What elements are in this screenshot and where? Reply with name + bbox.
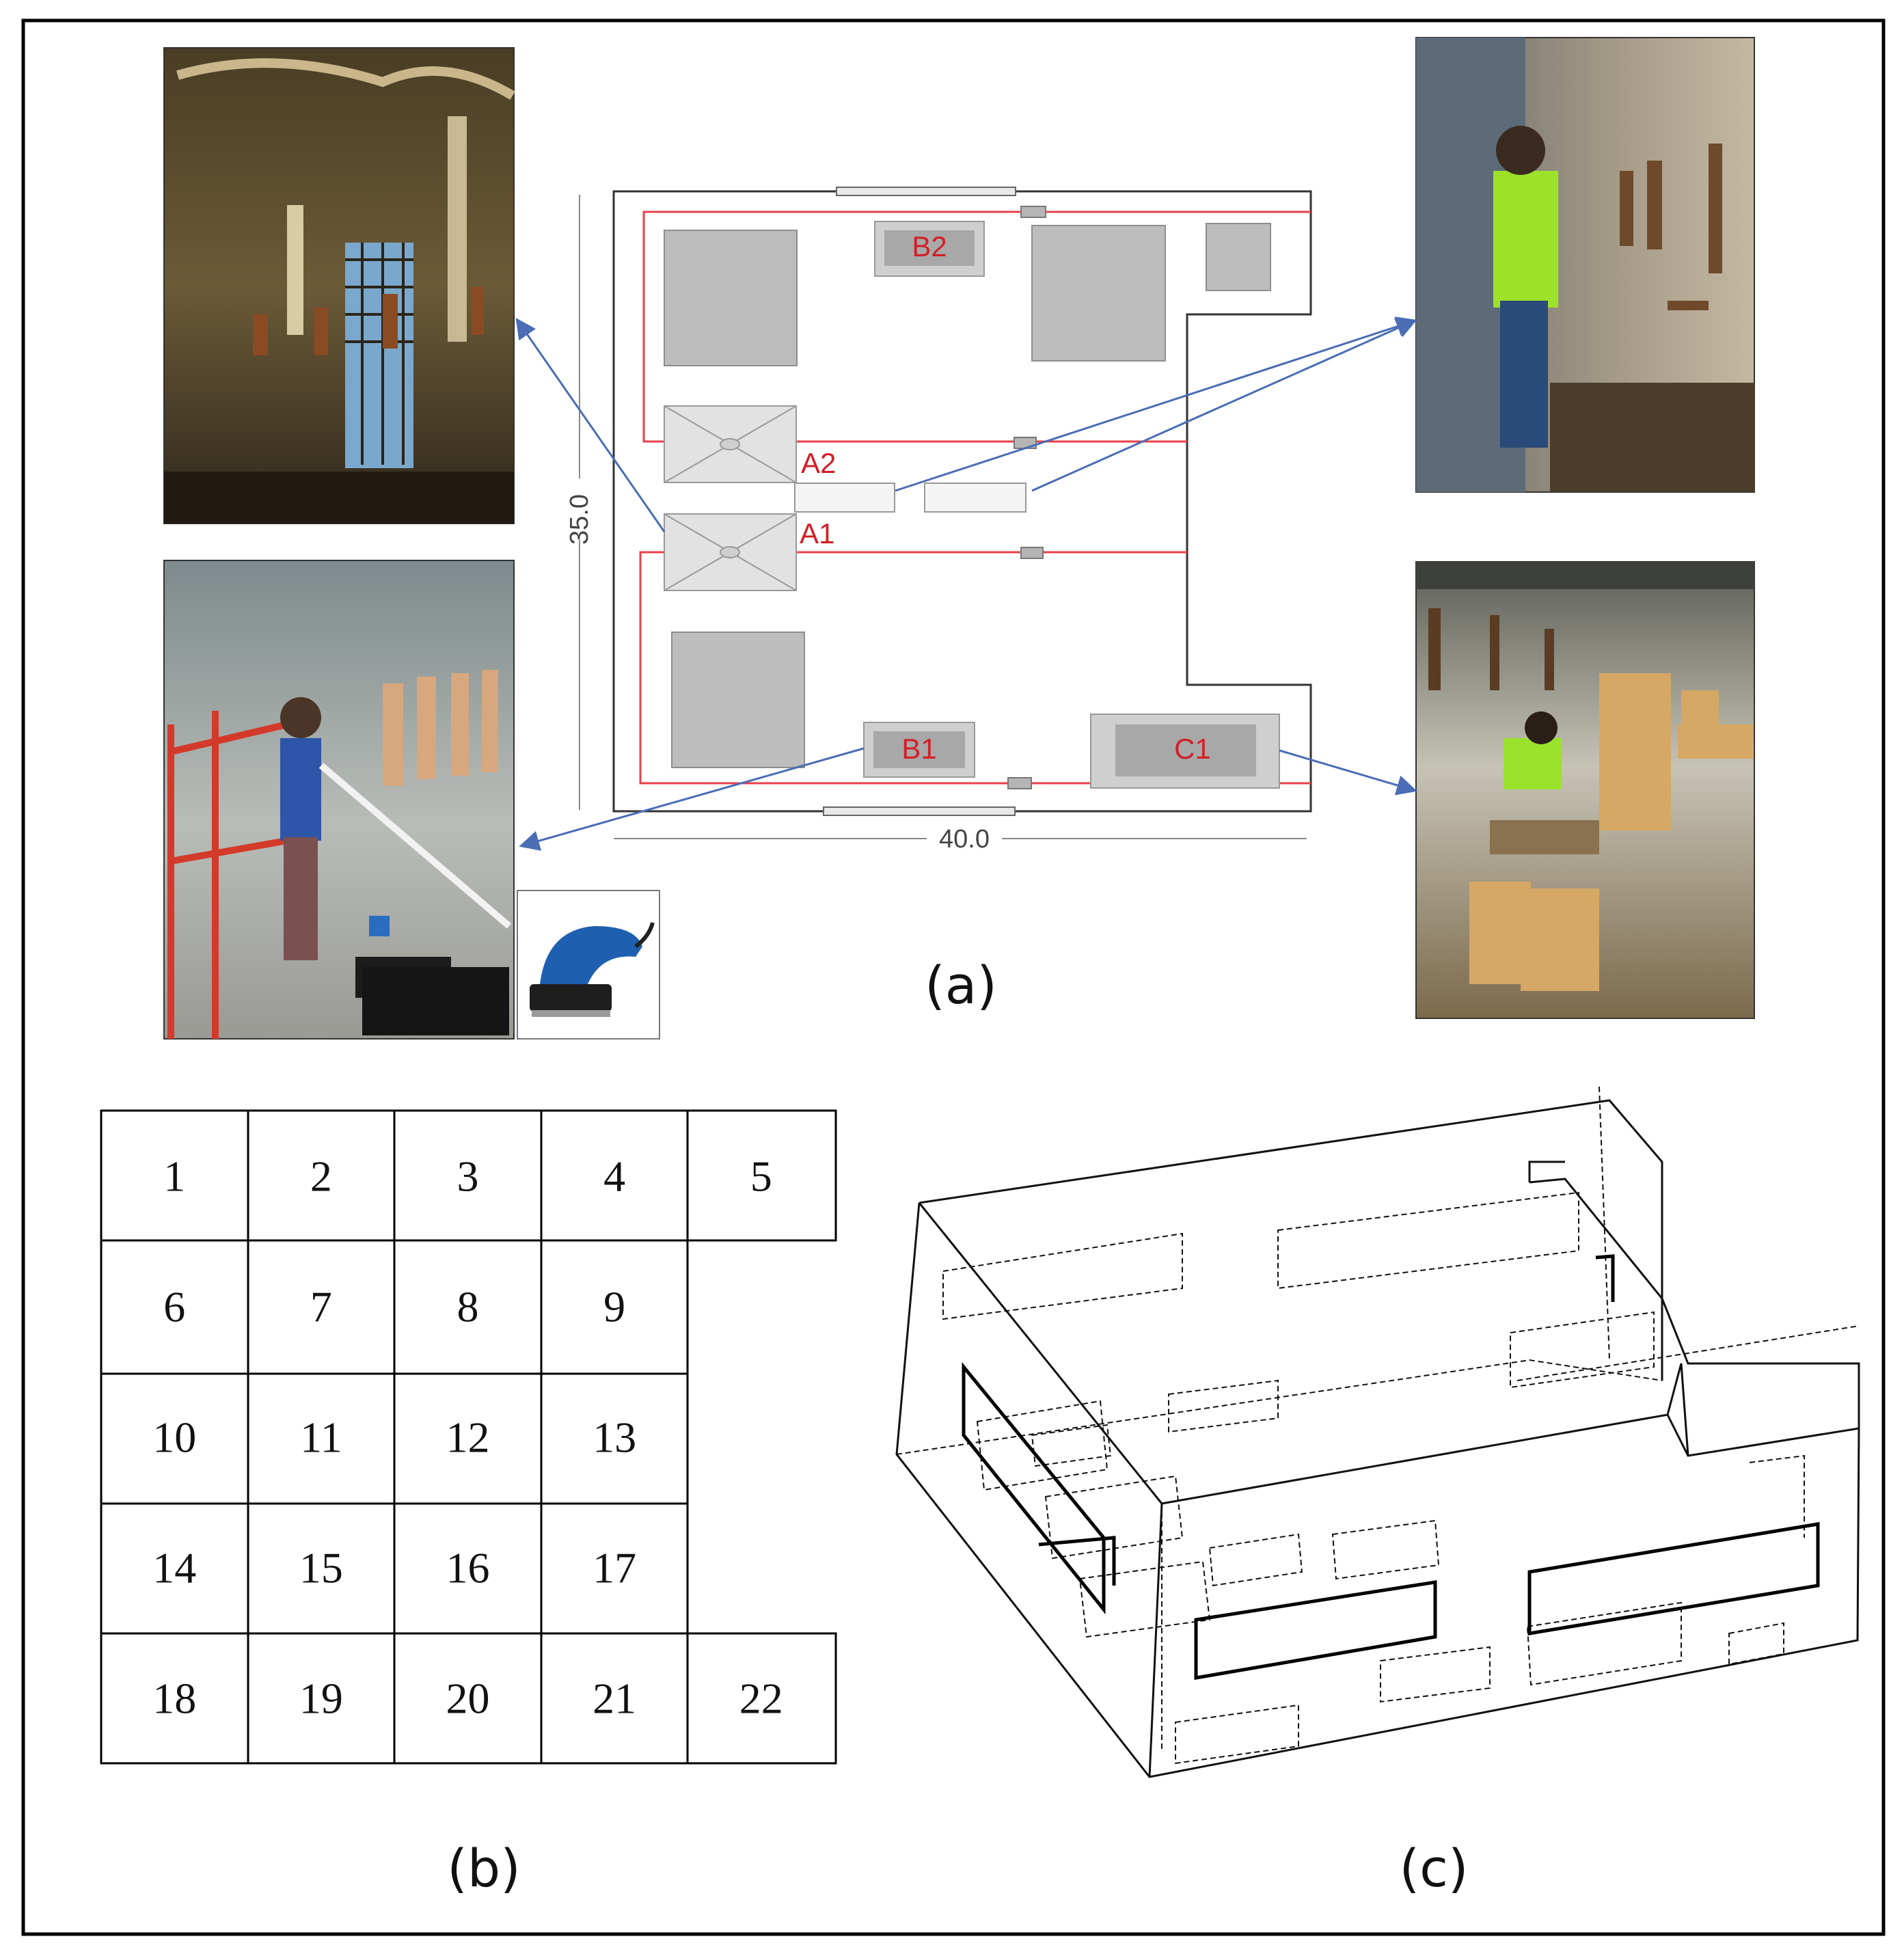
grid-cell-label: 3 — [457, 1152, 479, 1201]
grid-cell-label: 12 — [446, 1413, 490, 1462]
zone-c1-label: C1 — [1174, 733, 1211, 765]
grid-cell-label: 1 — [163, 1152, 185, 1201]
grid-cell-label: 9 — [603, 1283, 625, 1331]
equipment-blocks — [664, 223, 1271, 768]
sanding-worker-photo — [163, 560, 515, 1040]
grid-cell-label: 21 — [593, 1674, 636, 1723]
spray-booth-photo — [163, 47, 515, 524]
grid-cell-label: 5 — [750, 1152, 772, 1201]
panel-c-label: (c) — [1399, 1838, 1468, 1899]
floor-plan: B2 B1 C1 A2 — [565, 187, 1312, 854]
grid-cell-label: 4 — [603, 1152, 625, 1201]
grid-cell-label: 22 — [739, 1674, 783, 1723]
duct-lines — [639, 210, 1311, 785]
grid-cell-label: 8 — [457, 1283, 479, 1331]
wall-painting-worker-photo — [1415, 37, 1755, 493]
grid-cell-label: 20 — [446, 1674, 490, 1723]
grid-cell-label: 16 — [446, 1544, 490, 1592]
grid-cell-label: 6 — [163, 1283, 185, 1331]
panel-a-label: (a) — [925, 955, 997, 1016]
photo-arrows — [515, 316, 1417, 851]
zone-c1: C1 — [1090, 714, 1280, 789]
zone-b2-label: B2 — [912, 230, 947, 262]
panel-c-3d-model — [895, 1086, 1860, 1778]
panel-b-label: (b) — [447, 1838, 521, 1899]
grid-cell-label: 7 — [310, 1283, 332, 1331]
width-dimension-label: 40.0 — [939, 825, 990, 854]
grid-cell-label: 11 — [300, 1413, 342, 1462]
zone-b1: B1 — [863, 722, 975, 778]
grid-cell-label: 2 — [310, 1152, 332, 1201]
zone-a2-booth — [664, 405, 797, 483]
zone-a1-label: A1 — [800, 517, 834, 549]
orbital-sander-photo — [517, 890, 660, 1040]
grid-cell-label: 17 — [593, 1544, 636, 1592]
grid-cell-label: 18 — [152, 1674, 196, 1723]
outer-frame — [21, 18, 1886, 1936]
panel-a: B2 B1 C1 A2 — [163, 37, 1755, 1040]
assembly-worker-photo — [1415, 561, 1755, 1019]
grid-cell-label: 15 — [299, 1544, 343, 1592]
grid-cell-label: 10 — [152, 1413, 196, 1462]
grid-cell-label: 14 — [152, 1544, 196, 1592]
zone-a1-booth — [664, 513, 797, 591]
zone-b2: B2 — [874, 221, 985, 277]
height-dimension-label: 35.0 — [565, 494, 594, 545]
zone-a2-label: A2 — [801, 447, 836, 479]
grid-cell-label: 13 — [593, 1413, 636, 1462]
grid-cell-label: 19 — [299, 1674, 343, 1723]
zone-b1-label: B1 — [901, 733, 936, 765]
